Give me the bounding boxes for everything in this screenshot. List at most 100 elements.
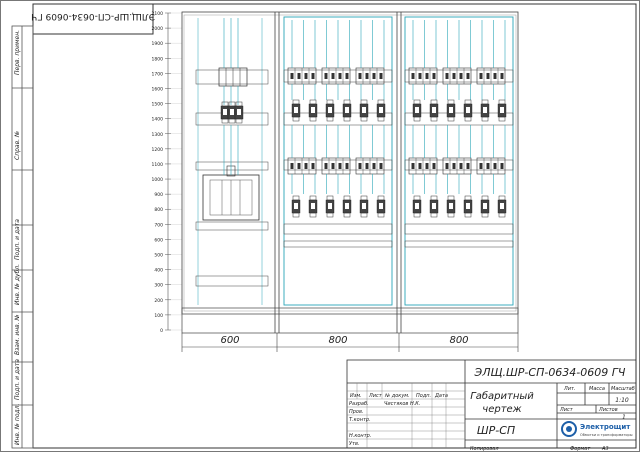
- fuse-cap: [464, 99, 472, 105]
- company-name: Электрощит: [580, 423, 631, 431]
- fuse-cap: [235, 101, 243, 107]
- cabinet-assembly: [181, 11, 519, 334]
- row-nkontr: Н.контр.: [349, 433, 371, 439]
- company-logo: [561, 421, 577, 437]
- section-2: [283, 16, 393, 306]
- height-scale: 2100200019001800170016001500140013001200…: [152, 11, 182, 334]
- scale-tick-label: 1000: [152, 177, 164, 183]
- fuse-cap: [377, 99, 385, 105]
- fuse-cap: [360, 99, 368, 105]
- fuse-cap: [413, 99, 421, 105]
- fuse-cap: [498, 195, 506, 201]
- width-dimensions: [181, 333, 519, 352]
- scale-tick-label: 0: [160, 328, 163, 334]
- row-prov: Пров.: [349, 409, 364, 415]
- fuse-cap: [343, 195, 351, 201]
- format-label: Формат: [570, 446, 591, 452]
- section-1: [195, 18, 269, 305]
- scale-tick-label: 200: [154, 298, 163, 304]
- scale-value: 1:10: [615, 397, 629, 404]
- col-date: Дата: [434, 393, 448, 399]
- scale-tick-label: 300: [154, 283, 163, 289]
- margin-label-6: Подп. и дата: [14, 359, 21, 400]
- stamp-designation: ЭЛЩ.ШР-СП-0634-0609 ГЧ: [31, 11, 155, 21]
- scale-tick-label: 1600: [152, 86, 164, 92]
- row-razrab: Разраб.: [349, 401, 369, 407]
- margin-label-5: Взам. инв. №: [14, 314, 21, 355]
- fuse-cap: [326, 99, 334, 105]
- scale-tick-label: 100: [154, 313, 163, 319]
- fuse-cap: [377, 195, 385, 201]
- sheets-label: Листов: [598, 407, 618, 413]
- lit-label: Лит.: [563, 386, 576, 392]
- col-list: Лист: [368, 393, 383, 399]
- fuse-cap: [413, 195, 421, 201]
- title-designation: ЭЛЩ.ШР-СП-0634-0609 ГЧ: [474, 366, 626, 379]
- drawing-frame: [32, 3, 637, 449]
- sheets-value: 1: [622, 414, 626, 421]
- section-3: [404, 16, 514, 306]
- product-name: ШР-СП: [477, 424, 515, 437]
- fuse-cap: [343, 99, 351, 105]
- title-block: [346, 359, 637, 449]
- scale-tick-label: 800: [154, 207, 163, 213]
- scale-tick-label: 500: [154, 253, 163, 259]
- fuse-cap: [447, 99, 455, 105]
- dim-section-1: 600: [220, 335, 239, 346]
- col-sign: Подп.: [416, 393, 431, 399]
- fuse-cap: [481, 99, 489, 105]
- fuse-cap: [292, 195, 300, 201]
- scale-tick-label: 1200: [152, 147, 164, 153]
- fuse-cap: [292, 99, 300, 105]
- dim-section-2: 800: [328, 335, 347, 346]
- fuse-cap: [481, 195, 489, 201]
- scale-tick-label: 1500: [152, 102, 164, 108]
- margin-label-3: Подп. и дата: [14, 219, 21, 260]
- doc-title-1: Габаритный: [470, 390, 534, 402]
- left-margin-strip: [11, 25, 34, 449]
- scale-tick-label: 900: [154, 192, 163, 198]
- fuse-cap: [464, 195, 472, 201]
- fuse-cap: [430, 99, 438, 105]
- company-sub: Обмотки и трансформаторы: [580, 433, 633, 437]
- scale-label: Масштаб: [611, 386, 635, 392]
- col-izm: Изм.: [350, 393, 362, 399]
- sheet-label: Лист: [559, 407, 574, 413]
- stamp-box: [32, 3, 154, 35]
- scale-tick-label: 600: [154, 237, 163, 243]
- scale-tick-label: 1300: [152, 132, 164, 138]
- scale-tick-label: 2100: [152, 11, 164, 17]
- scale-tick-label: 1700: [152, 71, 164, 77]
- scale-tick-label: 400: [154, 268, 163, 274]
- doc-title-2: чертеж: [482, 404, 521, 415]
- fuse-cap: [309, 195, 317, 201]
- margin-label-2: Справ. №: [14, 131, 21, 160]
- scale-tick-label: 1400: [152, 117, 164, 123]
- margin-label-7: Инв. № подл.: [14, 404, 21, 445]
- scale-tick-label: 1800: [152, 56, 164, 62]
- scale-tick-label: 700: [154, 222, 163, 228]
- scale-tick-label: 2000: [152, 26, 164, 32]
- developer-name: Чистяков Н.К.: [384, 401, 420, 407]
- format-value: А3: [601, 446, 609, 452]
- fuse-cap: [309, 99, 317, 105]
- fuse-cap: [221, 101, 229, 107]
- scale-tick-label: 1100: [152, 162, 164, 168]
- fuse-cap: [447, 195, 455, 201]
- fuse-cap: [498, 99, 506, 105]
- fuse-cap: [228, 101, 236, 107]
- row-utv: Утв.: [349, 441, 360, 447]
- mass-label: Масса: [589, 386, 605, 392]
- fuse-cap: [430, 195, 438, 201]
- fuse-cap: [360, 195, 368, 201]
- copied-label: Копировал: [470, 446, 499, 452]
- col-doc: № докум.: [384, 393, 410, 399]
- scale-tick-label: 1900: [152, 41, 164, 47]
- dim-section-3: 800: [449, 335, 468, 346]
- row-tkontr: Т.контр.: [349, 417, 371, 423]
- fuse-cap: [326, 195, 334, 201]
- plinth: [181, 307, 519, 334]
- margin-label-1: Перв. примен.: [14, 30, 21, 75]
